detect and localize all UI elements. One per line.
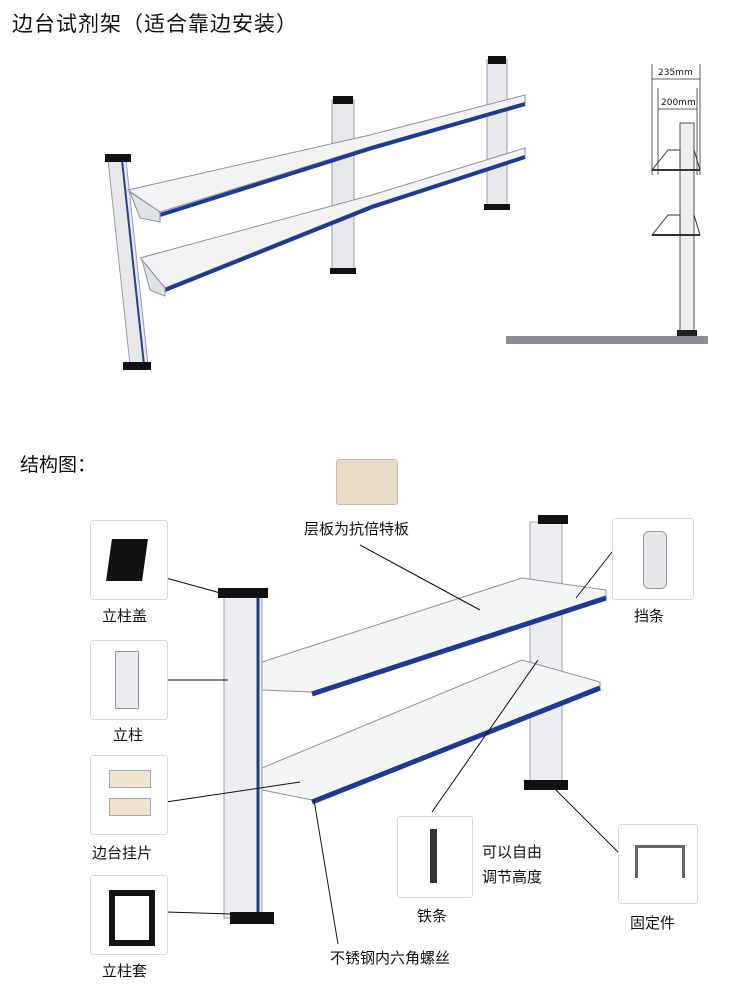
post-sleeve-thumbnail [90,875,168,955]
label-post: 立柱 [113,726,144,744]
label-fixing: 固定件 [630,914,676,932]
fixing-thumbnail [618,824,698,904]
structure-title: 结构图： [20,454,97,476]
post-thumbnail [90,640,168,720]
shelf-overview-illustration [105,56,708,370]
post-cap-thumbnail [90,520,168,600]
label-shelf-board: 层板为抗倍特板 [304,520,410,538]
inner-dimension: 200mm [661,98,696,108]
label-iron-strip: 铁条 [417,907,448,925]
page-title: 边台试剂架（适合靠边安装） [12,12,298,36]
label-post-sleeve: 立柱套 [102,962,148,980]
bracket-thumbnail [90,755,168,835]
label-bracket: 边台挂片 [92,844,153,862]
label-stop-strip: 挡条 [634,607,665,625]
label-post-cap: 立柱盖 [102,607,148,625]
shelf-board-swatch [336,459,398,505]
stop-strip-thumbnail [612,518,694,600]
label-adjust-line2: 调节高度 [482,868,543,886]
label-screw: 不锈钢内六角螺丝 [330,949,451,967]
iron-strip-thumbnail [397,816,473,898]
label-adjust-line1: 可以自由 [482,843,543,861]
outer-dimension: 235mm [658,68,693,78]
